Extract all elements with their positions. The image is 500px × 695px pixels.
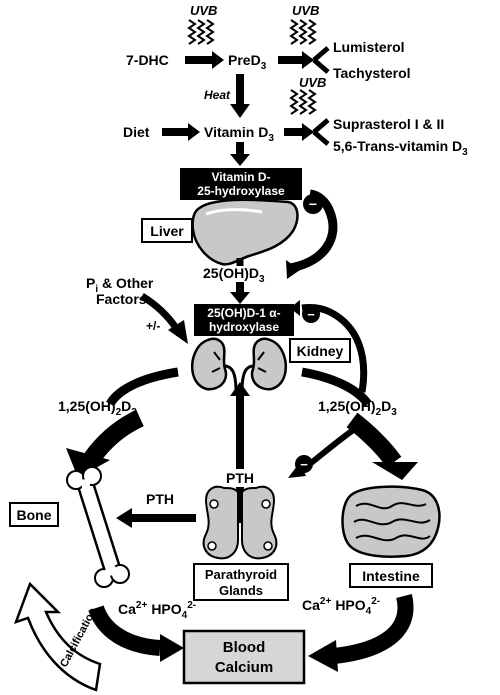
parathyroid-label-line1: Parathyroid — [205, 567, 277, 582]
arrow-bone-to-blood — [88, 604, 161, 656]
parathyroid-inhibition-sign: − — [300, 457, 308, 472]
intestine-label-box — [349, 563, 433, 588]
pred3-label: PreD3 — [228, 52, 267, 72]
pth-label-horizontal: PTH — [146, 491, 174, 507]
liver-enzyme-line1: Vitamin D- — [211, 170, 270, 184]
uvb-ray-icon — [289, 19, 299, 45]
vitamin-d3-label: Vitamin D3 — [204, 124, 274, 144]
uvb-rays-middle: UVB — [289, 75, 326, 115]
arrow-bone-to-blood-head — [160, 634, 184, 662]
liver-inhibition-sign: − — [309, 196, 317, 212]
kidney-inhibition-sign: − — [307, 307, 315, 322]
bone-organ-icon — [66, 466, 130, 588]
uvb-ray-icon — [298, 19, 308, 45]
uvb-rays-top-left: UVB — [187, 3, 217, 45]
arrow-factors-head — [168, 320, 188, 344]
suprasterol-label: Suprasterol I & II — [333, 116, 444, 132]
kidney-enzyme-line2: hydroxylase — [209, 320, 279, 334]
parathyroid-label-box — [193, 563, 289, 601]
calcitriol-label-left: 1,25(OH)2D3 — [58, 398, 137, 418]
heat-label: Heat — [204, 88, 231, 102]
kidney-enzyme-line1: 25(OH)D-1 α- — [207, 306, 280, 320]
arrow-pred3-to-photoproducts — [278, 51, 314, 69]
uvb-ray-icon — [187, 19, 197, 45]
parathyroid-label-line2: Glands — [219, 583, 263, 598]
pth-label-vertical: PTH — [226, 470, 254, 486]
branch-fork-icon — [312, 46, 330, 74]
inhibition-sign-icon — [295, 455, 313, 473]
arrow-calcitriol-to-bone — [84, 409, 144, 464]
arrow-intestine-to-blood — [333, 594, 414, 664]
diet-label: Diet — [123, 124, 150, 140]
uvb-ray-icon — [196, 19, 206, 45]
arrow-calcitriol-to-intestine — [346, 412, 402, 468]
arc-kidney-to-left — [106, 367, 179, 407]
bone-label-box — [9, 502, 59, 527]
uvb-rays-top-right: UVB — [289, 3, 319, 45]
factors-line1: Pi & Other — [86, 275, 154, 295]
uvb-label-2: UVB — [292, 3, 319, 18]
kidney-enzyme-box — [194, 304, 294, 336]
inhibition-sign-icon — [302, 305, 320, 323]
arrow-vitd3-to-overirradiation — [284, 123, 314, 141]
arrow-factors-to-kidney — [140, 293, 179, 330]
modulation-label: +/- — [146, 319, 160, 333]
uvb-ray-icon — [298, 89, 308, 115]
liver-label-box — [141, 218, 193, 243]
uvb-ray-icon — [289, 89, 299, 115]
liver-organ-icon — [191, 198, 299, 266]
tachysterol-label: Tachysterol — [333, 65, 411, 81]
uvb-ray-icon — [205, 19, 215, 45]
intestine-label: Intestine — [362, 568, 420, 584]
kidney-label-box — [289, 338, 351, 363]
arrow-pth-to-bone — [116, 508, 196, 528]
trans-vitamin-d3-label: 5,6-Trans-vitamin D3 — [333, 138, 468, 158]
pth-label-bg — [218, 469, 262, 487]
liver-feedback-arrowhead — [286, 260, 300, 279]
branch-fork-icon — [312, 118, 330, 146]
arrow-to-intestine-head — [372, 462, 418, 480]
seven-dhc-label: 7-DHC — [126, 52, 169, 68]
inhibition-sign-icon — [303, 194, 323, 214]
arrow-intestine-to-blood-head — [308, 640, 338, 672]
liver-enzyme-box — [180, 168, 302, 200]
minerals-label-intestine: Ca2+HPO42- — [302, 596, 380, 617]
parathyroid-organ-icon — [202, 485, 278, 560]
intestine-organ-icon — [341, 485, 441, 558]
lumisterol-label: Lumisterol — [333, 39, 405, 55]
bone-label: Bone — [17, 507, 52, 523]
blood-calcium-line1: Blood — [223, 639, 266, 656]
arc-kidney-to-right — [301, 367, 372, 407]
arrow-vitd3-to-liver-enzyme — [230, 142, 250, 166]
arrow-7dhc-to-pred3 — [185, 51, 224, 69]
uvb-label-1: UVB — [190, 3, 217, 18]
calcidiol-label: 25(OH)D3 — [203, 265, 265, 285]
arrow-diet-to-vitd3 — [162, 123, 200, 141]
liver-enzyme-line2: 25-hydroxylase — [197, 184, 285, 198]
arrow-calcidiol-to-kidney — [230, 282, 250, 304]
arrow-pth-to-kidney — [230, 382, 250, 520]
uvb-ray-icon — [307, 19, 317, 45]
minerals-label-bone: Ca2+HPO42- — [118, 600, 196, 621]
blood-calcium-box — [182, 629, 306, 685]
liver-highlight — [205, 208, 263, 216]
calcification-arrow — [13, 581, 102, 692]
blood-calcium-line2: Calcium — [215, 659, 273, 676]
factors-line2: Factors — [96, 291, 147, 307]
uvb-ray-icon — [307, 89, 317, 115]
kidney-feedback-arrowhead — [290, 300, 300, 316]
kidney-label: Kidney — [297, 343, 344, 359]
liver-label: Liver — [150, 223, 184, 239]
uvb-label-3: UVB — [299, 75, 326, 90]
kidney-organ-icon — [191, 337, 287, 393]
arrow-pred3-to-vitd3 — [230, 74, 250, 118]
